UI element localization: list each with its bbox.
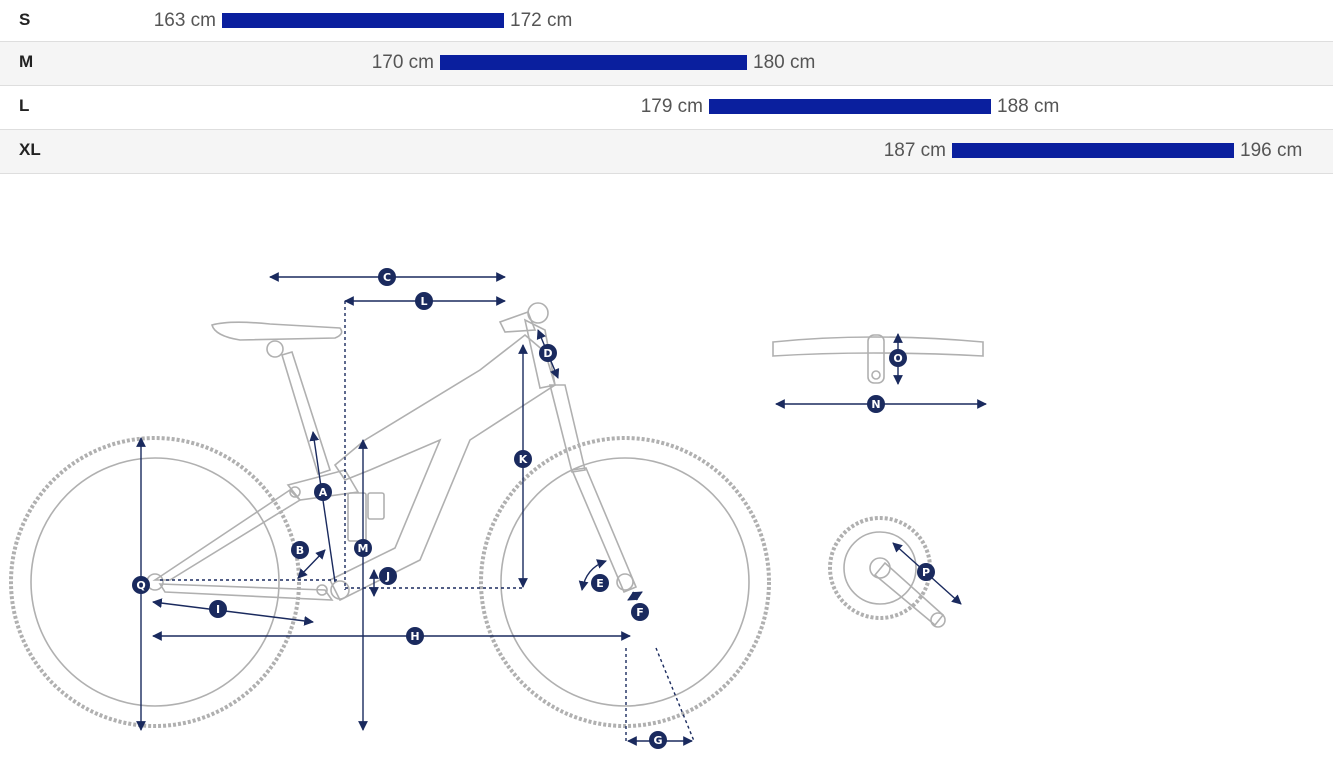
svg-text:K: K	[519, 453, 528, 466]
svg-text:H: H	[410, 630, 419, 643]
height-min: 163 cm	[153, 10, 216, 31]
height-min: 179 cm	[640, 96, 703, 117]
svg-text:Q: Q	[136, 579, 145, 592]
size-row-m: M 170 cm 180 cm	[0, 42, 1333, 86]
svg-text:G: G	[653, 734, 662, 747]
height-min: 187 cm	[883, 140, 946, 161]
height-max: 180 cm	[753, 52, 816, 73]
size-chart: S 163 cm 172 cm M 170 cm 180 cm L 179 cm…	[0, 0, 1333, 174]
svg-text:L: L	[420, 295, 427, 308]
label-n: N	[867, 395, 885, 413]
label-c: C	[378, 268, 396, 286]
label-f: F	[631, 603, 649, 621]
svg-text:D: D	[543, 347, 552, 360]
label-b: B	[291, 541, 309, 559]
size-label: S	[19, 10, 31, 29]
height-min: 170 cm	[371, 52, 434, 73]
svg-text:O: O	[893, 352, 902, 365]
measurement-labels: A B C D E F G H I J K L M N O P Q	[132, 268, 935, 749]
size-label: XL	[19, 140, 41, 159]
svg-text:C: C	[383, 271, 391, 284]
svg-text:J: J	[385, 570, 390, 583]
svg-text:B: B	[296, 544, 304, 557]
svg-text:A: A	[319, 486, 328, 499]
label-d: D	[539, 344, 557, 362]
size-row-xl: XL 187 cm 196 cm	[0, 130, 1333, 174]
label-e: E	[591, 574, 609, 592]
label-j: J	[379, 567, 397, 585]
height-range-bar	[709, 99, 991, 114]
height-max: 172 cm	[510, 10, 573, 31]
height-max: 196 cm	[1240, 140, 1303, 161]
label-m: M	[354, 539, 372, 557]
label-l: L	[415, 292, 433, 310]
label-g: G	[649, 731, 667, 749]
height-max: 188 cm	[997, 96, 1060, 117]
svg-text:P: P	[922, 566, 930, 579]
svg-text:I: I	[216, 603, 220, 616]
svg-text:F: F	[636, 606, 644, 619]
svg-text:N: N	[871, 398, 880, 411]
label-k: K	[514, 450, 532, 468]
label-p: P	[917, 563, 935, 581]
size-label: L	[19, 96, 30, 115]
label-a: A	[314, 483, 332, 501]
size-row-l: L 179 cm 188 cm	[0, 86, 1333, 130]
svg-text:M: M	[358, 542, 369, 555]
geometry-diagram: A B C D E F G H I J K L M N O P Q	[9, 268, 987, 749]
label-i: I	[209, 600, 227, 618]
label-o: O	[889, 349, 907, 367]
size-row-s: S 163 cm 172 cm	[0, 0, 1333, 42]
label-q: Q	[132, 576, 150, 594]
label-h: H	[406, 627, 424, 645]
height-range-bar	[440, 55, 747, 70]
height-range-bar	[222, 13, 504, 28]
svg-text:E: E	[596, 577, 604, 590]
size-label: M	[19, 52, 34, 71]
bike-illustration	[9, 302, 984, 728]
height-range-bar	[952, 143, 1234, 158]
